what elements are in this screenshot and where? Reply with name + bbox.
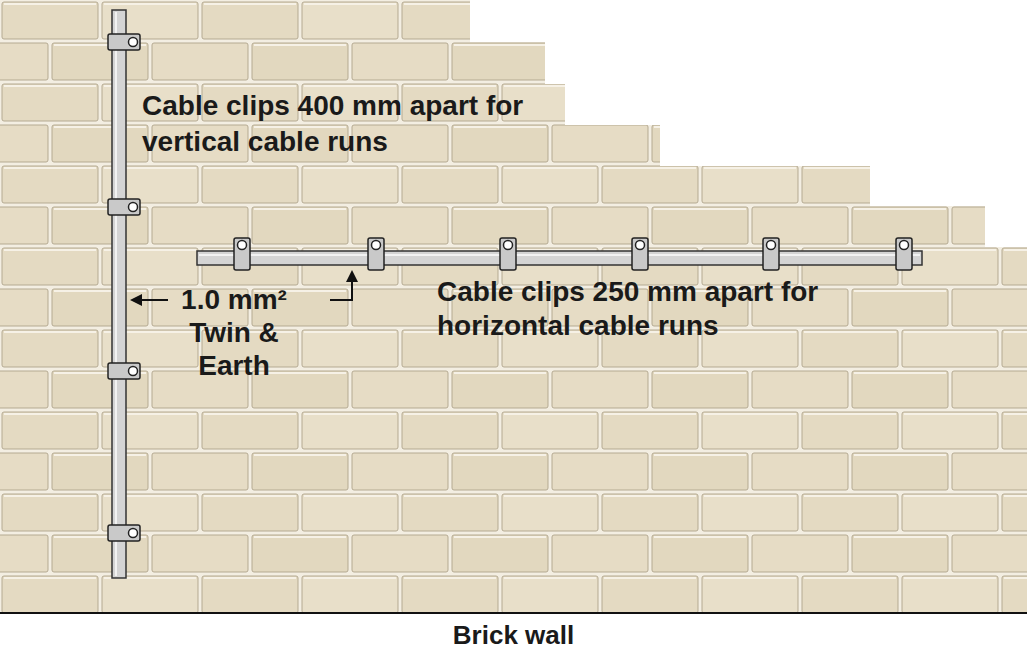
cable-clip bbox=[368, 238, 384, 270]
cable-size-callout: 1.0 mm² Twin & Earth bbox=[163, 283, 305, 382]
ground-line bbox=[0, 612, 1027, 614]
horizontal-cable-clips bbox=[234, 238, 912, 270]
cable-clip bbox=[500, 238, 516, 270]
caption: Brick wall bbox=[0, 619, 1027, 651]
cable-clip bbox=[108, 525, 140, 541]
clip-nail bbox=[504, 241, 513, 250]
cable-clip bbox=[632, 238, 648, 270]
cable-clip bbox=[108, 199, 140, 215]
vertical-cable-clips bbox=[108, 34, 140, 541]
brick-wall bbox=[0, 0, 1027, 613]
clip-nail bbox=[238, 241, 247, 250]
cable-clip bbox=[896, 238, 912, 270]
vertical-run-note: Cable clips 400 mm apart for vertical ca… bbox=[142, 88, 532, 160]
clip-nail bbox=[372, 241, 381, 250]
cable-clip bbox=[763, 238, 779, 270]
clip-nail bbox=[129, 203, 138, 212]
cable-clip bbox=[234, 238, 250, 270]
vertical-cable bbox=[112, 10, 126, 578]
cable-clip bbox=[108, 34, 140, 50]
clip-nail bbox=[636, 241, 645, 250]
cable-clip bbox=[108, 363, 140, 379]
clip-nail bbox=[129, 529, 138, 538]
horizontal-run-note: Cable clips 250 mm apart for horizontal … bbox=[437, 275, 827, 343]
horizontal-cable bbox=[197, 251, 922, 265]
clip-nail bbox=[767, 241, 776, 250]
clip-nail bbox=[900, 241, 909, 250]
clip-nail bbox=[129, 367, 138, 376]
clip-nail bbox=[129, 38, 138, 47]
